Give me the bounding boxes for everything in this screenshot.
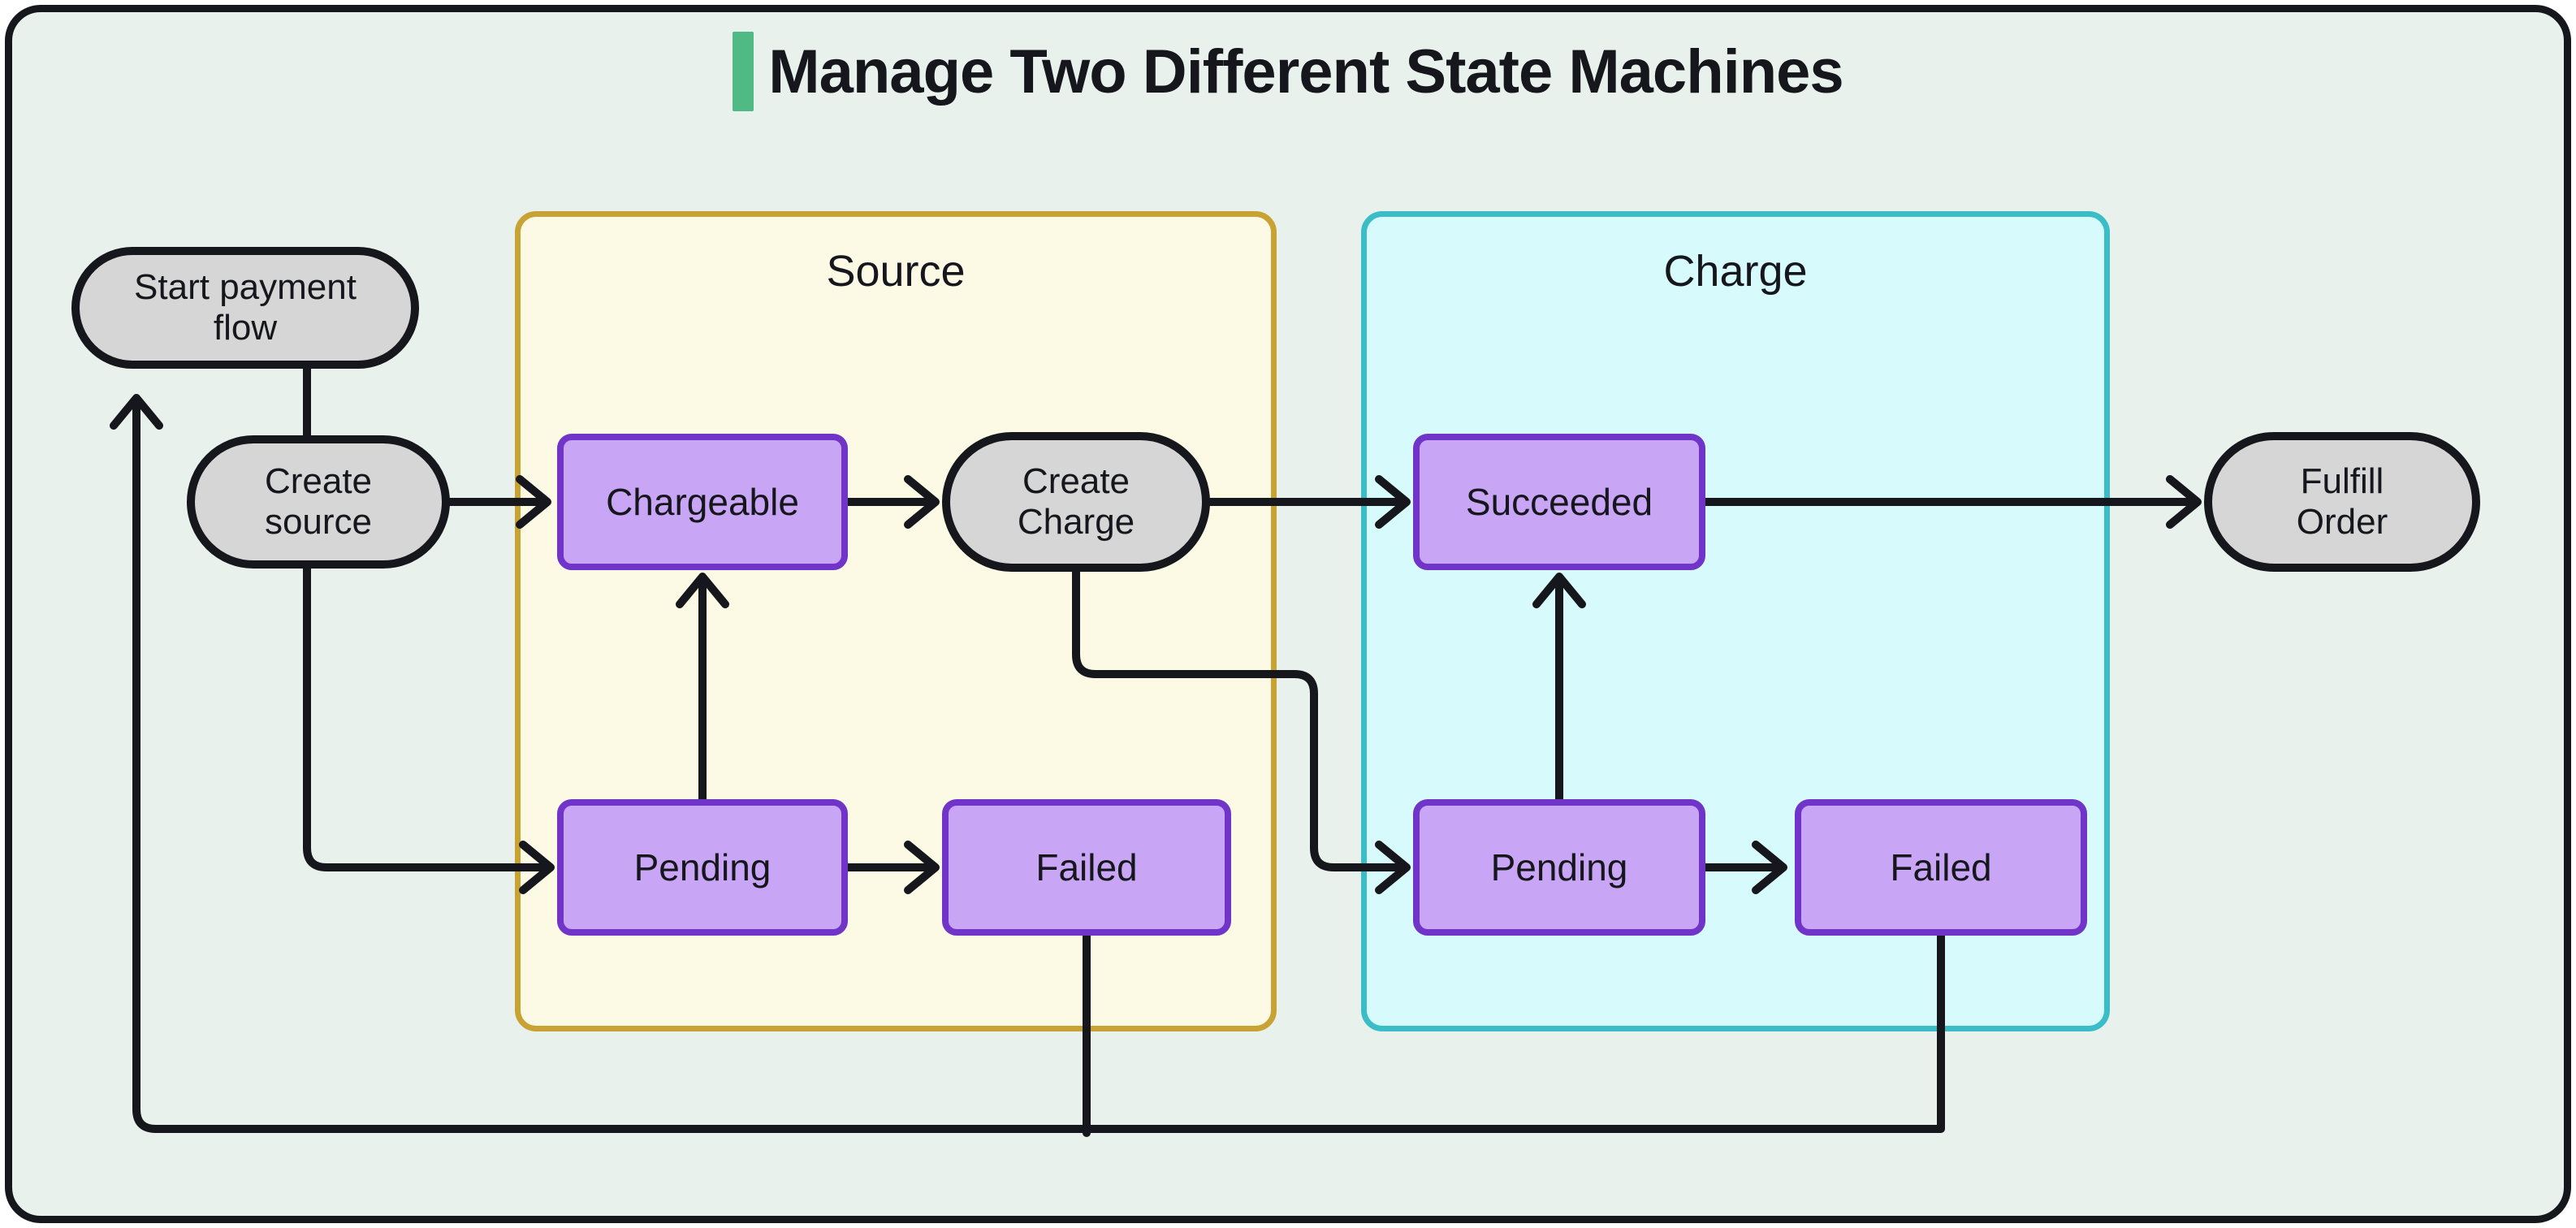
group-charge-label: Charge	[1663, 247, 1808, 296]
node-charge-pending: Pending	[1413, 799, 1705, 936]
node-source-failed: Failed	[942, 799, 1231, 936]
title-block: Manage Two Different State Machines	[0, 23, 2576, 120]
diagram-title: Manage Two Different State Machines	[768, 37, 1843, 106]
node-create-charge: Create Charge	[942, 432, 1210, 572]
node-start-payment-flow: Start payment flow	[71, 247, 419, 369]
node-source-chargeable: Chargeable	[557, 434, 848, 570]
diagram-frame	[5, 5, 2571, 1223]
node-charge-failed: Failed	[1795, 799, 2087, 936]
node-charge-succeeded: Succeeded	[1413, 434, 1705, 570]
title-accent-bar	[733, 32, 754, 111]
node-create-source: Create source	[187, 435, 450, 569]
node-fulfill-order: Fulfill Order	[2204, 432, 2480, 572]
group-source-label: Source	[826, 247, 966, 296]
node-source-pending: Pending	[557, 799, 848, 936]
